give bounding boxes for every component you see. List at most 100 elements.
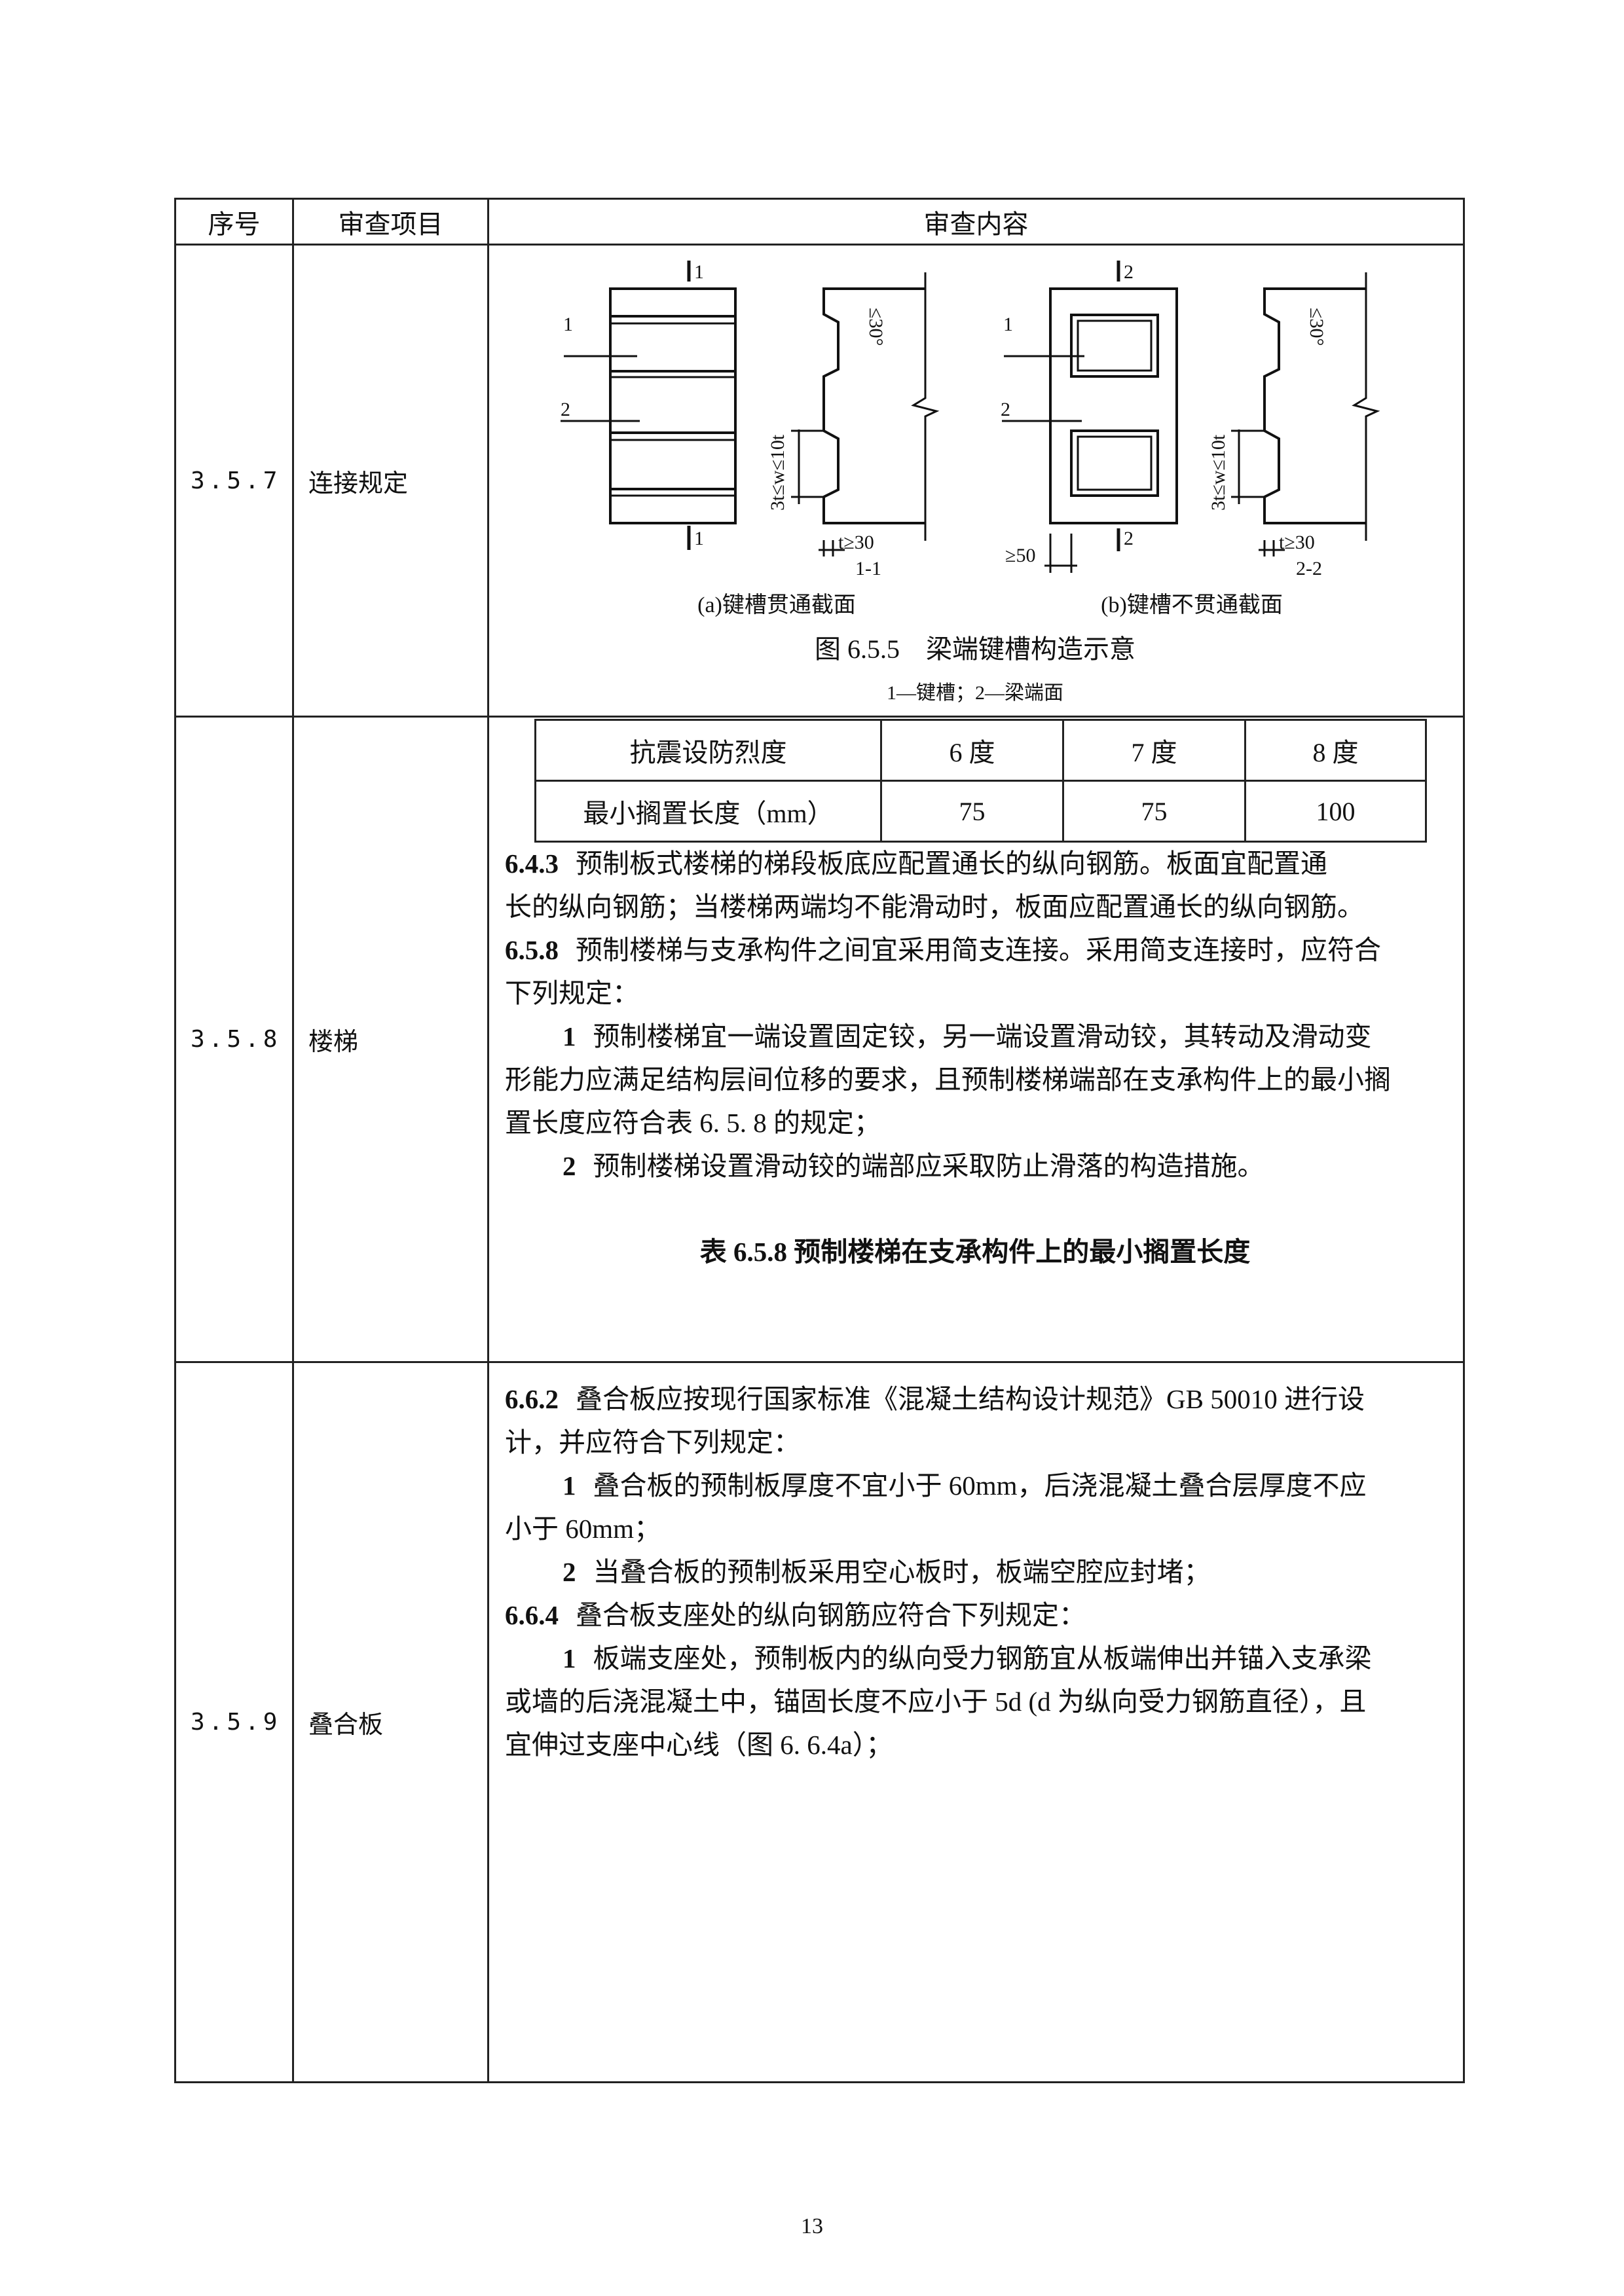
- header-item-label: 审查项目: [338, 209, 443, 240]
- clause-text: 叠合板应按现行国家标准《混凝土结构设计规范》GB 50010 进行设: [576, 1384, 1365, 1414]
- row-number: 3.5.9: [191, 1709, 282, 1736]
- section-b-elevation: [1002, 261, 1178, 573]
- width-label: 3t≤w≤10t: [767, 434, 788, 511]
- beam-end-label: 2: [561, 399, 570, 420]
- section-mark-label: 1: [694, 528, 704, 549]
- clause-number: 6.5.8: [505, 935, 559, 965]
- header-content-label: 审查内容: [923, 209, 1029, 240]
- table-cell: 100: [1244, 780, 1427, 843]
- row-item: 楼梯: [292, 716, 489, 1363]
- row-item-label: 叠合板: [308, 1710, 384, 1739]
- thickness-label: t≥30: [1279, 532, 1315, 553]
- clause-number: 2: [563, 1557, 576, 1587]
- header-item: 审查项目: [292, 198, 489, 246]
- clause-text: 下列规定：: [505, 978, 639, 1008]
- keyway-label: 1: [1003, 314, 1013, 335]
- width-label: 3t≤w≤10t: [1208, 434, 1229, 511]
- text-line: 2 预制楼梯设置滑动铰的端部应采取防止滑落的构造措施。: [505, 1144, 1391, 1188]
- thickness-label: t≥30: [838, 532, 874, 553]
- clause-text: 计，并应符合下列规定：: [505, 1427, 800, 1457]
- angle-label: ≤30°: [865, 308, 887, 346]
- text-line: 或墙的后浇混凝土中，锚固长度不应小于 5d (d 为纵向受力钢筋直径），且: [505, 1680, 1372, 1723]
- row-number: 3.5.8: [191, 1026, 282, 1053]
- table-cell: 6 度: [880, 719, 1064, 782]
- row-no: 3.5.8: [174, 716, 294, 1363]
- table-cell: 抗震设防烈度: [534, 719, 882, 782]
- table-cell: 最小搁置长度（mm）: [534, 780, 882, 843]
- text-line: 长的纵向钢筋；当楼梯两端均不能滑动时，板面应配置通长的纵向钢筋。: [505, 885, 1391, 928]
- section-1-1-profile: [791, 272, 940, 556]
- figure-legend: 1—键槽；2—梁端面: [887, 682, 1063, 704]
- section-mark-label: 1: [694, 261, 704, 283]
- clause-text: 叠合板的预制板厚度不宜小于 60mm，后浇混凝土叠合层厚度不应: [593, 1470, 1367, 1501]
- header-no: 序号: [174, 198, 294, 246]
- clause-text: 预制楼梯与支承构件之间宜采用简支连接。采用简支连接时，应符合: [576, 935, 1381, 965]
- stairs-clauses: 6.4.3 预制板式楼梯的梯段板底应配置通长的纵向钢筋。板面宜配置通长的纵向钢筋；…: [505, 842, 1391, 1188]
- clause-number: 6.6.2: [505, 1384, 559, 1414]
- table-row: 抗震设防烈度 6 度 7 度 8 度: [534, 719, 1427, 782]
- clause-text: 板端支座处，预制板内的纵向受力钢筋宜从板端伸出并锚入支承梁: [593, 1643, 1372, 1673]
- clause-number: 6.4.3: [505, 848, 559, 879]
- page-number: 13: [801, 2214, 823, 2238]
- figure-title: 图 6.5.5 梁端键槽构造示意: [815, 634, 1135, 664]
- row-item: 连接规定: [292, 244, 489, 718]
- angle-label: ≤30°: [1306, 308, 1327, 346]
- text-line: 6.5.8 预制楼梯与支承构件之间宜采用简支连接。采用简支连接时，应符合: [505, 928, 1391, 972]
- row-number: 3.5.7: [191, 467, 282, 494]
- clause-text: 或墙的后浇混凝土中，锚固长度不应小于 5d (d 为纵向受力钢筋直径），且: [505, 1686, 1367, 1717]
- stair-support-table: 抗震设防烈度 6 度 7 度 8 度 最小搁置长度（mm） 75 75 100: [534, 719, 1427, 843]
- section-name: 2-2: [1296, 558, 1322, 579]
- slab-clauses: 6.6.2 叠合板应按现行国家标准《混凝土结构设计规范》GB 50010 进行设计…: [505, 1377, 1372, 1766]
- clause-text: 预制楼梯设置滑动铰的端部应采取防止滑落的构造措施。: [593, 1151, 1264, 1181]
- clause-text: 叠合板支座处的纵向钢筋应符合下列规定：: [576, 1600, 1086, 1630]
- text-line: 置长度应符合表 6. 5. 8 的规定；: [505, 1101, 1391, 1144]
- table-caption: 表 6.5.8 预制楼梯在支承构件上的最小搁置长度: [699, 1237, 1251, 1267]
- clause-text: 形能力应满足结构层间位移的要求，且预制楼梯端部在支承构件上的最小搁: [505, 1065, 1391, 1095]
- text-line: 小于 60mm；: [505, 1507, 1372, 1550]
- clause-text: 置长度应符合表 6. 5. 8 的规定；: [505, 1108, 881, 1138]
- table-cell: 8 度: [1244, 719, 1427, 782]
- clause-text: 预制板式楼梯的梯段板底应配置通长的纵向钢筋。板面宜配置通: [576, 848, 1327, 879]
- text-line: 计，并应符合下列规定：: [505, 1421, 1372, 1464]
- clause-text: 小于 60mm；: [505, 1514, 661, 1544]
- beam-keyway-diagram: 1 1 2 2 1 2 1 2 ≤30° ≤30° 3t≤w≤10t 3t≤w≤…: [561, 261, 1380, 704]
- row-no: 3.5.7: [174, 244, 294, 718]
- text-line: 6.6.4 叠合板支座处的纵向钢筋应符合下列规定：: [505, 1594, 1372, 1637]
- clause-number: 2: [563, 1151, 576, 1181]
- text-line: 宜伸过支座中心线（图 6. 6.4a）；: [505, 1723, 1372, 1766]
- clause-number: 1: [563, 1470, 576, 1501]
- table-cell: 75: [880, 780, 1064, 843]
- text-line: 6.4.3 预制板式楼梯的梯段板底应配置通长的纵向钢筋。板面宜配置通: [505, 842, 1391, 885]
- keyway-label: 1: [563, 314, 573, 335]
- row-item: 叠合板: [292, 1361, 489, 2083]
- beam-end-label: 2: [1001, 399, 1010, 420]
- table-cell: 7 度: [1062, 719, 1246, 782]
- section-mark-label: 2: [1124, 261, 1134, 283]
- text-line: 1 板端支座处，预制板内的纵向受力钢筋宜从板端伸出并锚入支承梁: [505, 1637, 1372, 1680]
- header-no-label: 序号: [208, 209, 261, 240]
- section-2-2-profile: [1231, 272, 1380, 556]
- text-line: 6.6.2 叠合板应按现行国家标准《混凝土结构设计规范》GB 50010 进行设: [505, 1377, 1372, 1421]
- section-a-elevation: [561, 261, 737, 550]
- clause-text: 宜伸过支座中心线（图 6. 6.4a）；: [505, 1730, 893, 1760]
- text-line: 下列规定：: [505, 972, 1391, 1015]
- table-row: 最小搁置长度（mm） 75 75 100: [534, 780, 1427, 843]
- header-content: 审查内容: [487, 198, 1465, 246]
- row-no: 3.5.9: [174, 1361, 294, 2083]
- section-mark-label: 2: [1124, 528, 1134, 549]
- row-content-slab: [487, 1361, 1465, 2083]
- clause-number: 6.6.4: [505, 1600, 559, 1630]
- clause-number: 1: [563, 1643, 576, 1673]
- table-cell: 75: [1062, 780, 1246, 843]
- row-item-label: 连接规定: [308, 468, 409, 498]
- clause-number: 1: [563, 1021, 576, 1051]
- clause-text: 预制楼梯宜一端设置固定铰，另一端设置滑动铰，其转动及滑动变: [593, 1021, 1372, 1051]
- caption-b: (b)键槽不贯通截面: [1101, 592, 1283, 617]
- row-item-label: 楼梯: [308, 1027, 359, 1056]
- text-line: 形能力应满足结构层间位移的要求，且预制楼梯端部在支承构件上的最小搁: [505, 1058, 1391, 1101]
- text-line: 1 预制楼梯宜一端设置固定铰，另一端设置滑动铰，其转动及滑动变: [505, 1015, 1391, 1058]
- caption-a: (a)键槽贯通截面: [697, 592, 856, 617]
- min-50-label: ≥50: [1005, 545, 1035, 566]
- section-name: 1-1: [855, 558, 881, 579]
